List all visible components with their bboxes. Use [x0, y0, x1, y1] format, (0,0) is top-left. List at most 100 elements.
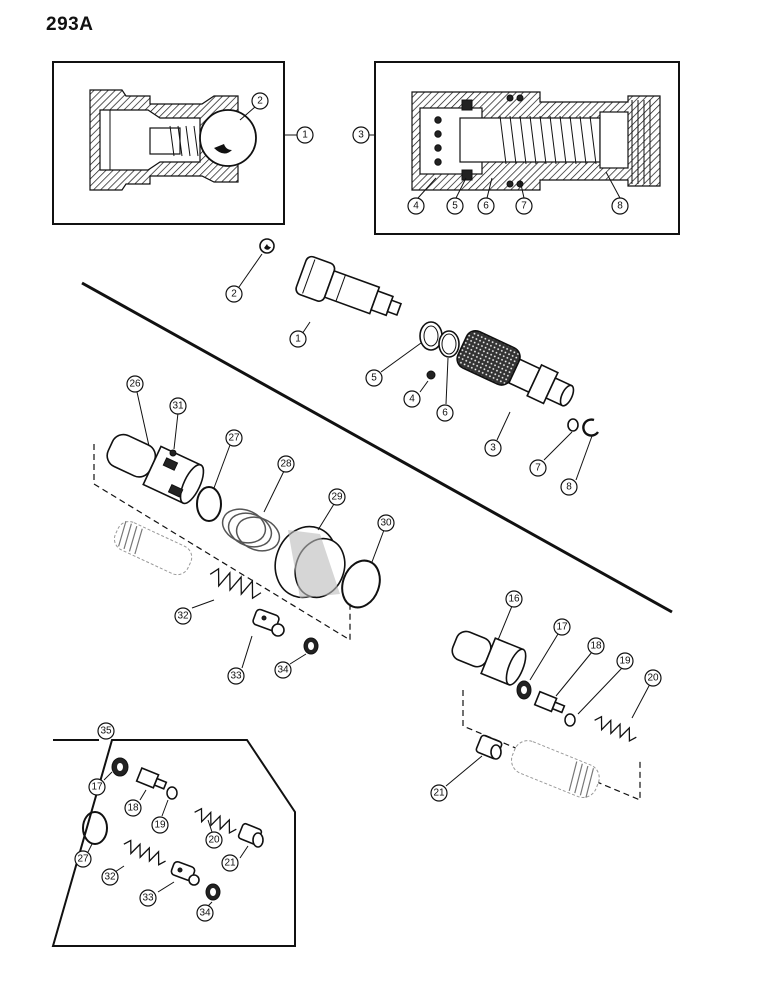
- callout-3-box: 3: [352, 126, 370, 144]
- callout-6-box-text: 6: [483, 201, 489, 212]
- kit-poppet-33: [170, 860, 200, 886]
- callout-6-part-text: 6: [442, 408, 448, 419]
- callout-17-kit: 17: [88, 778, 106, 796]
- callout-26: 26: [126, 375, 144, 393]
- callout-1-part: 1: [289, 330, 307, 348]
- callout-8-box-text: 8: [617, 201, 623, 212]
- ball-part: [238, 238, 275, 288]
- callout-20-right: 20: [644, 669, 662, 687]
- page-title: 293A: [46, 14, 94, 35]
- callout-32-kit: 32: [101, 868, 119, 886]
- callout-27-kit-text: 27: [77, 854, 89, 865]
- seal-kit-box: [51, 739, 296, 947]
- callout-4-part-text: 4: [409, 394, 415, 405]
- callout-27-left: 27: [225, 429, 243, 447]
- callout-29: 29: [328, 488, 346, 506]
- callout-27-left-text: 27: [228, 433, 240, 444]
- body-16: [451, 630, 527, 686]
- o-ring-27: [196, 486, 222, 522]
- callout-32-left-text: 32: [177, 611, 189, 622]
- kit-o-ring-19: [166, 786, 178, 800]
- callout-20-kit-text: 20: [208, 835, 220, 846]
- callout-19-kit-text: 19: [154, 820, 166, 831]
- kit-spring-32: [123, 839, 166, 866]
- callout-1-box-text: 1: [302, 130, 308, 141]
- detail-box-female-coupler: [368, 61, 680, 235]
- callout-35: 35: [97, 722, 115, 740]
- callout-29-text: 29: [331, 492, 343, 503]
- detail-box-male-coupler: [52, 61, 298, 225]
- divider-line: [81, 281, 673, 614]
- callout-34-kit-text: 34: [199, 908, 211, 919]
- ball-31: [169, 449, 177, 457]
- callout-4-box-text: 4: [413, 201, 419, 212]
- callout-2-part: 2: [225, 285, 243, 303]
- callout-7-box: 7: [515, 197, 533, 215]
- callout-32-left: 32: [174, 607, 192, 625]
- callout-2-box: 2: [251, 92, 269, 110]
- callout-7-part-text: 7: [535, 463, 541, 474]
- callout-4-box: 4: [407, 197, 425, 215]
- kit-retainer-21: [237, 822, 264, 848]
- callout-32-kit-text: 32: [104, 872, 116, 883]
- callout-20-right-text: 20: [647, 673, 659, 684]
- callout-34-left-text: 34: [277, 665, 289, 676]
- callout-21-kit: 21: [221, 854, 239, 872]
- callout-19-right-text: 19: [619, 656, 631, 667]
- callout-8-part-text: 8: [566, 482, 572, 493]
- callout-8-box: 8: [611, 197, 629, 215]
- kit-spring-20: [194, 807, 237, 834]
- callout-28-text: 28: [280, 459, 292, 470]
- callout-18-right-text: 18: [590, 641, 602, 652]
- ghost-spring: [113, 520, 193, 576]
- kit-poppet-18: [135, 767, 168, 790]
- callout-19-right: 19: [616, 652, 634, 670]
- callout-7-part: 7: [529, 459, 547, 477]
- callout-5-part: 5: [365, 369, 383, 387]
- callout-35-text: 35: [100, 726, 112, 737]
- callout-1-part-text: 1: [295, 334, 301, 345]
- valve-assembly-right: [445, 605, 651, 801]
- callout-17-right: 17: [553, 618, 571, 636]
- callout-7-box-text: 7: [521, 201, 527, 212]
- callout-31-text: 31: [172, 401, 184, 412]
- o-ring-7: [567, 418, 579, 432]
- callout-1-box: 1: [296, 126, 314, 144]
- callout-27-kit: 27: [74, 850, 92, 868]
- kit-o-ring-27: [82, 811, 108, 845]
- spring-20: [594, 715, 637, 742]
- callout-6-part: 6: [436, 404, 454, 422]
- retainer-21: [475, 734, 503, 760]
- callout-5-part-text: 5: [371, 373, 377, 384]
- callout-21-kit-text: 21: [224, 858, 236, 869]
- callout-33-left: 33: [227, 667, 245, 685]
- callout-5-box: 5: [446, 197, 464, 215]
- sleeve-29: [274, 525, 346, 599]
- male-coupler-part: [295, 255, 403, 335]
- callout-16: 16: [505, 590, 523, 608]
- callout-3-part-text: 3: [490, 443, 496, 454]
- poppet-33: [252, 608, 285, 637]
- callout-3-box-text: 3: [358, 130, 364, 141]
- callout-8-part: 8: [560, 478, 578, 496]
- callout-28: 28: [277, 455, 295, 473]
- ring-28: [221, 508, 281, 552]
- callout-17-right-text: 17: [556, 622, 568, 633]
- ghost-body: [511, 740, 600, 798]
- callout-30-text: 30: [380, 518, 392, 529]
- o-ring-30: [341, 559, 381, 609]
- callout-33-left-text: 33: [230, 671, 242, 682]
- callout-2-part-text: 2: [231, 289, 237, 300]
- o-ring-19: [564, 713, 576, 727]
- callout-3-part: 3: [484, 439, 502, 457]
- valve-assembly-left: [93, 391, 385, 669]
- spring-32: [209, 567, 262, 600]
- callout-30: 30: [377, 514, 395, 532]
- callout-33-kit: 33: [139, 889, 157, 907]
- callout-18-kit-text: 18: [127, 803, 139, 814]
- callout-31: 31: [169, 397, 187, 415]
- callout-34-kit: 34: [196, 904, 214, 922]
- callout-33-kit-text: 33: [142, 893, 154, 904]
- female-coupler-part: [380, 321, 599, 481]
